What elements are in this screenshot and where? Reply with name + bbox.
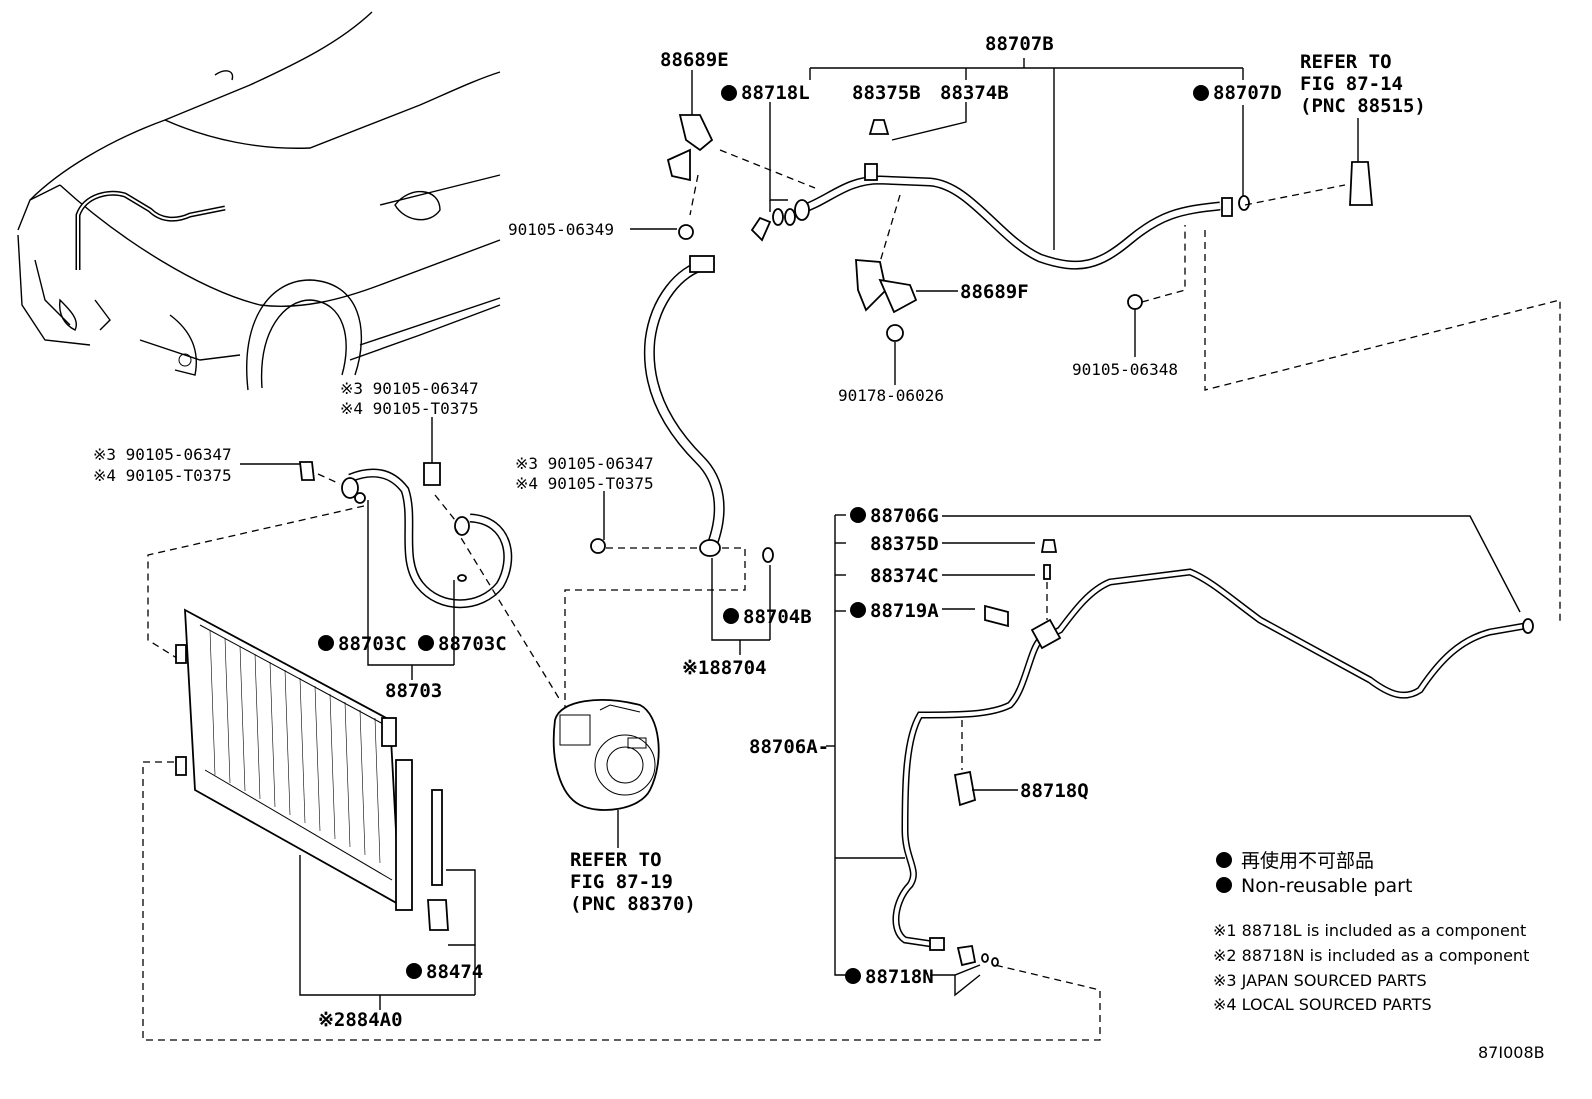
label-88719A[interactable]: 88719A: [870, 600, 939, 622]
refer-fig-87-14-line2[interactable]: FIG 87-14: [1300, 73, 1403, 95]
refer-fig-87-14-line1[interactable]: REFER TO: [1300, 51, 1392, 73]
label-mid-s3-90105-06347[interactable]: ※3 90105-06347: [515, 454, 654, 473]
label-884A0[interactable]: ※2884A0: [318, 1009, 403, 1031]
label-88703C-left[interactable]: 88703C: [338, 633, 407, 655]
legend-jp-text: 再使用不可部品: [1241, 850, 1374, 872]
legend-notes: 再使用不可部品 Non-reusable part ※1 88718L is i…: [1213, 850, 1545, 1062]
legend-en-text: Non-reusable part: [1241, 875, 1412, 897]
label-88374C[interactable]: 88374C: [870, 565, 939, 587]
car-outline-illustration: [17, 11, 501, 391]
label-88718N[interactable]: 88718N: [865, 966, 934, 988]
note-3: ※3 JAPAN SOURCED PARTS: [1213, 971, 1427, 990]
non-reusable-dot: [318, 635, 334, 651]
label-88474[interactable]: 88474: [426, 961, 483, 983]
label-88689E[interactable]: 88689E: [660, 49, 729, 71]
note-1: ※1 88718L is included as a component: [1213, 921, 1526, 940]
label-top-s4-90105-T0375[interactable]: ※4 90105-T0375: [340, 399, 479, 418]
non-reusable-dot: [721, 85, 737, 101]
label-mid-s4-90105-T0375[interactable]: ※4 90105-T0375: [515, 474, 654, 493]
label-88374B[interactable]: 88374B: [940, 82, 1009, 104]
legend-dot-jp: [1216, 852, 1232, 868]
non-reusable-dot: [406, 963, 422, 979]
label-88703C-right[interactable]: 88703C: [438, 633, 507, 655]
figure-id: 87I008B: [1478, 1043, 1545, 1062]
label-88718L[interactable]: 88718L: [741, 82, 810, 104]
non-reusable-dot: [845, 968, 861, 984]
hose-88704-and-compressor: [552, 255, 774, 848]
discharge-hose-88703-group: [147, 417, 561, 701]
refer-fig-87-19-line1[interactable]: REFER TO: [570, 849, 662, 871]
label-top-s3-90105-06347[interactable]: ※3 90105-06347: [340, 379, 479, 398]
note-4: ※4 LOCAL SOURCED PARTS: [1213, 995, 1432, 1014]
label-90105-06348[interactable]: 90105-06348: [1072, 360, 1178, 379]
liquid-pipe-88706A-group: [826, 514, 1534, 997]
suction-hose-88707B-group: [630, 58, 1561, 625]
label-88707D[interactable]: 88707D: [1213, 82, 1282, 104]
label-88704B[interactable]: 88704B: [743, 606, 812, 628]
non-reusable-dot: [723, 608, 739, 624]
note-2: ※2 88718N is included as a component: [1213, 946, 1529, 965]
label-90178-06026[interactable]: 90178-06026: [838, 386, 944, 405]
label-88375D[interactable]: 88375D: [870, 533, 939, 555]
label-left-s4-90105-T0375[interactable]: ※4 90105-T0375: [93, 466, 232, 485]
non-reusable-dot: [850, 507, 866, 523]
callout-labels: 88707B 88689E 88718L 88375B 88374B 88707…: [93, 33, 1426, 1031]
refer-fig-87-19-line3[interactable]: (PNC 88370): [570, 893, 696, 915]
label-88706A[interactable]: 88706A-: [749, 736, 829, 758]
non-reusable-dot: [850, 602, 866, 618]
label-90105-06349[interactable]: 90105-06349: [508, 220, 614, 239]
refer-fig-87-14-line3[interactable]: (PNC 88515): [1300, 95, 1426, 117]
legend-dot-en: [1216, 877, 1232, 893]
non-reusable-dot: [418, 635, 434, 651]
label-88706G[interactable]: 88706G: [870, 505, 939, 527]
label-88707B[interactable]: 88707B: [985, 33, 1054, 55]
non-reusable-dot: [1193, 85, 1209, 101]
label-88704[interactable]: ※188704: [682, 657, 767, 679]
condenser-884A0: [142, 608, 1101, 1041]
label-88703[interactable]: 88703: [385, 680, 442, 702]
label-88689F[interactable]: 88689F: [960, 281, 1029, 303]
label-88375B[interactable]: 88375B: [852, 82, 921, 104]
label-left-s3-90105-06347[interactable]: ※3 90105-06347: [93, 445, 232, 464]
refer-fig-87-19-line2[interactable]: FIG 87-19: [570, 871, 673, 893]
label-88718Q[interactable]: 88718Q: [1020, 780, 1089, 802]
